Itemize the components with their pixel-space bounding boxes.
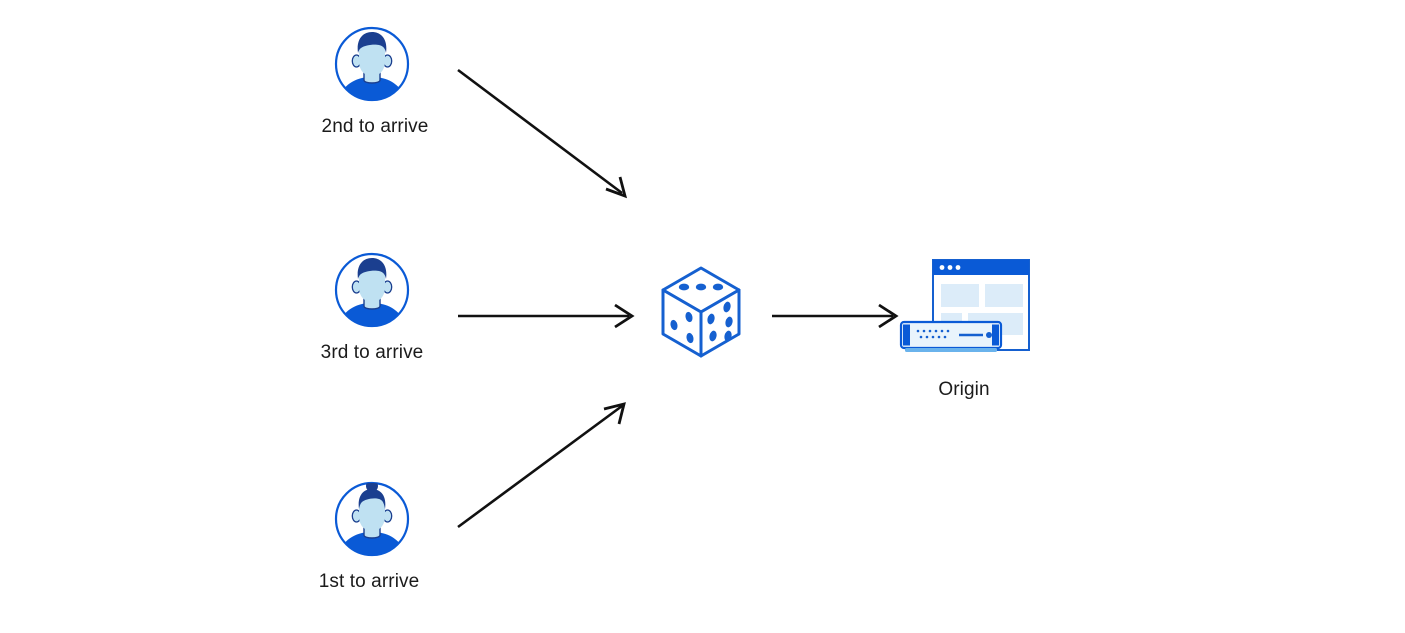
client-label-3rd: 3rd to arrive (320, 342, 424, 363)
user-avatar-icon (334, 481, 410, 557)
origin-server-icon (899, 259, 1030, 352)
arrow-1st-to-dice (457, 402, 626, 529)
client-label-1st: 1st to arrive (318, 571, 420, 592)
dice-left-pips (670, 311, 694, 344)
client-node-1st (331, 478, 413, 560)
randomizer-node (655, 262, 747, 364)
dice-icon (661, 266, 741, 358)
arrow-3rd-to-dice (458, 303, 635, 329)
arrow-2nd-to-dice (457, 68, 628, 199)
origin-label: Origin (938, 379, 990, 400)
router-appliance-icon (899, 320, 1003, 352)
client-node-3rd (331, 249, 413, 331)
dice-right-pips (707, 301, 733, 342)
client-label-2nd: 2nd to arrive (321, 116, 429, 137)
arrow-dice-to-origin (772, 303, 899, 329)
origin-node (893, 256, 1038, 366)
user-avatar-icon (334, 26, 410, 102)
dice-top-pips (678, 283, 724, 291)
user-avatar-icon (334, 252, 410, 328)
client-node-2nd (331, 23, 413, 105)
